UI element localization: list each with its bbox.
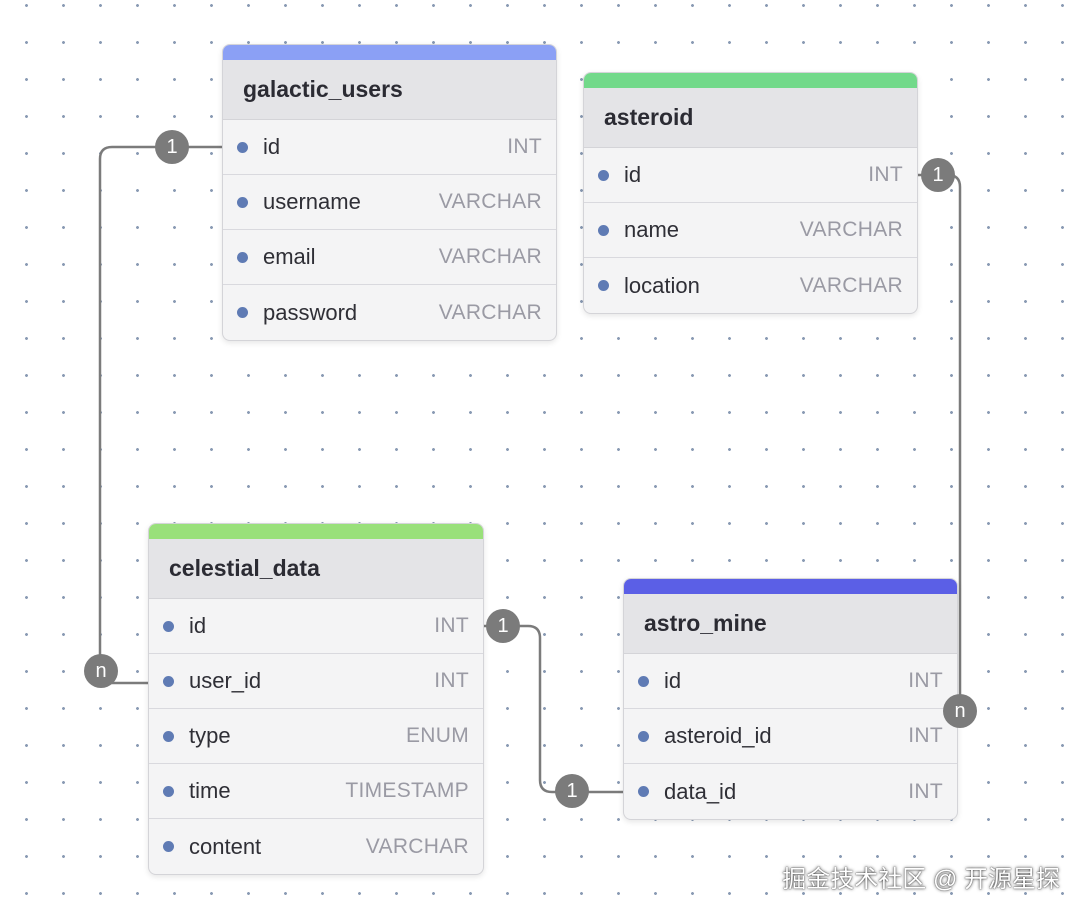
- cardinality-badge-asteroid-id[interactable]: 1: [921, 158, 955, 192]
- field-name: username: [263, 189, 361, 214]
- field-name: asteroid_id: [664, 723, 772, 748]
- field-list: id INT user_id INT type ENUM time TIMEST…: [149, 599, 483, 874]
- field-dot-icon: [163, 675, 174, 687]
- field-type: INT: [507, 135, 542, 158]
- field-name: location: [624, 272, 700, 298]
- field-dot-icon: [163, 620, 174, 632]
- table-title[interactable]: astro_mine: [624, 594, 957, 654]
- field-name: id: [664, 668, 682, 693]
- field-name: password: [263, 299, 358, 325]
- field-list: id INT asteroid_id INT data_id INT: [624, 654, 957, 819]
- field-dot-icon: [638, 786, 649, 797]
- field-dot-icon: [598, 224, 609, 236]
- field-row-id[interactable]: id INT: [584, 148, 917, 203]
- field-row-name[interactable]: name VARCHAR: [584, 203, 917, 258]
- table-accent-bar: [223, 45, 556, 60]
- cardinality-badge-users-id[interactable]: 1: [155, 130, 189, 164]
- field-row-location[interactable]: location VARCHAR: [584, 258, 917, 313]
- field-row-time[interactable]: time TIMESTAMP: [149, 764, 483, 819]
- cardinality-badge-celestial-id[interactable]: 1: [486, 609, 520, 643]
- field-dot-icon: [237, 196, 248, 208]
- cardinality-badge-celestial-user-id[interactable]: n: [84, 654, 118, 688]
- field-type: VARCHAR: [438, 190, 542, 213]
- relation-line-celestial-mine: [483, 624, 625, 794]
- table-title[interactable]: celestial_data: [149, 539, 483, 599]
- field-row-content[interactable]: content VARCHAR: [149, 819, 483, 874]
- field-dot-icon: [638, 675, 649, 687]
- table-celestial-data[interactable]: celestial_data id INT user_id INT type E…: [148, 523, 484, 875]
- field-name: email: [263, 244, 316, 269]
- field-type: INT: [908, 669, 943, 692]
- watermark-text: 掘金技术社区 @ 开源星探: [782, 866, 1060, 893]
- field-dot-icon: [237, 251, 248, 263]
- field-name: content: [189, 833, 262, 859]
- table-accent-bar: [149, 524, 483, 539]
- field-name: data_id: [664, 778, 737, 804]
- field-row-id[interactable]: id INT: [223, 120, 556, 175]
- field-dot-icon: [237, 307, 248, 318]
- field-dot-icon: [638, 730, 649, 742]
- field-name: id: [263, 134, 281, 159]
- field-row-id[interactable]: id INT: [624, 654, 957, 709]
- field-dot-icon: [163, 785, 174, 797]
- field-name: user_id: [189, 668, 262, 693]
- field-type: VARCHAR: [799, 273, 903, 297]
- field-type: VARCHAR: [438, 300, 542, 324]
- field-type: INT: [434, 614, 469, 637]
- field-dot-icon: [237, 141, 248, 153]
- table-astro-mine[interactable]: astro_mine id INT asteroid_id INT data_i…: [623, 578, 958, 820]
- field-name: type: [189, 723, 231, 748]
- field-dot-icon: [598, 169, 609, 181]
- field-row-id[interactable]: id INT: [149, 599, 483, 654]
- field-type: VARCHAR: [365, 834, 469, 858]
- field-type: INT: [434, 669, 469, 692]
- field-list: id INT name VARCHAR location VARCHAR: [584, 148, 917, 313]
- cardinality-badge-mine-asteroid-id[interactable]: n: [943, 694, 977, 728]
- field-type: INT: [868, 163, 903, 186]
- field-type: VARCHAR: [799, 218, 903, 241]
- table-galactic-users[interactable]: galactic_users id INT username VARCHAR e…: [222, 44, 557, 341]
- field-row-user-id[interactable]: user_id INT: [149, 654, 483, 709]
- table-asteroid[interactable]: asteroid id INT name VARCHAR location VA…: [583, 72, 918, 314]
- cardinality-badge-mine-data-id[interactable]: 1: [555, 774, 589, 808]
- field-row-password[interactable]: password VARCHAR: [223, 285, 556, 340]
- field-row-type[interactable]: type ENUM: [149, 709, 483, 764]
- field-type: TIMESTAMP: [345, 779, 469, 802]
- table-accent-bar: [624, 579, 957, 594]
- field-row-email[interactable]: email VARCHAR: [223, 230, 556, 285]
- field-row-username[interactable]: username VARCHAR: [223, 175, 556, 230]
- field-type: INT: [908, 724, 943, 747]
- field-list: id INT username VARCHAR email VARCHAR pa…: [223, 120, 556, 340]
- field-name: name: [624, 217, 680, 242]
- field-type: ENUM: [405, 724, 469, 747]
- field-dot-icon: [598, 280, 609, 291]
- field-row-asteroid-id[interactable]: asteroid_id INT: [624, 709, 957, 764]
- table-title[interactable]: galactic_users: [223, 60, 556, 120]
- field-row-data-id[interactable]: data_id INT: [624, 764, 957, 819]
- field-name: time: [189, 778, 231, 803]
- table-title[interactable]: asteroid: [584, 88, 917, 148]
- field-type: VARCHAR: [438, 245, 542, 268]
- field-name: id: [624, 162, 642, 187]
- field-dot-icon: [163, 841, 174, 852]
- table-accent-bar: [584, 73, 917, 88]
- field-name: id: [189, 613, 207, 638]
- field-type: INT: [908, 779, 943, 803]
- field-dot-icon: [163, 730, 174, 742]
